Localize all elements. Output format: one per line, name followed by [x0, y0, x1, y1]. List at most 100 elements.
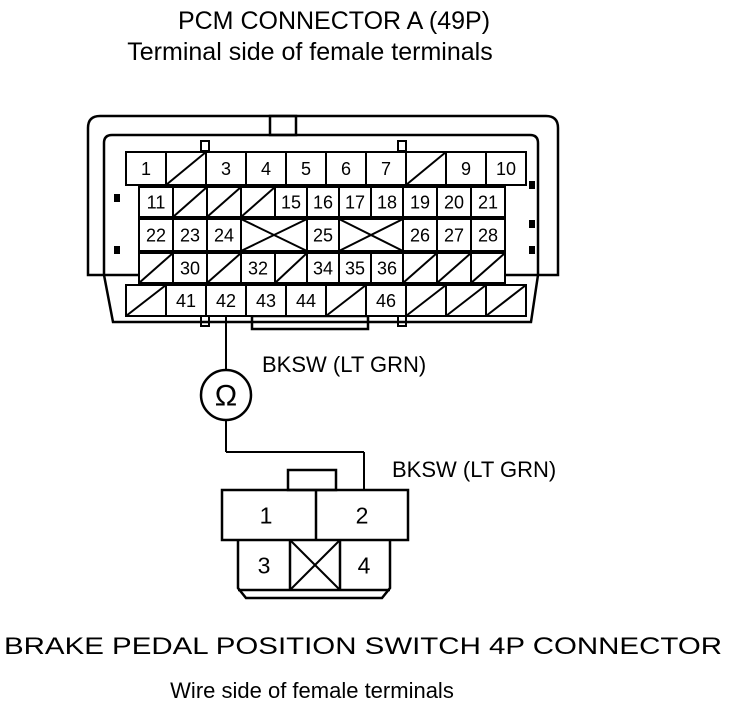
pcm-terminal-row-3: 22 23 24 25 26 27 28	[138, 218, 506, 252]
brake-terminal-label: 3	[258, 553, 271, 579]
pcm-terminal-cell	[138, 252, 174, 284]
pcm-terminal-cell: 5	[285, 151, 327, 186]
brake-terminal-label: 4	[358, 553, 371, 579]
brake-connector-bottom-body	[236, 540, 392, 600]
pcm-terminal-cell: 32	[240, 252, 276, 284]
pcm-terminal-label: 26	[410, 226, 430, 246]
pcm-connector-outer-shell	[86, 114, 560, 277]
pcm-terminal-cell	[240, 186, 276, 218]
pcm-unused-cross	[338, 218, 404, 252]
pcm-terminal-label: 43	[256, 291, 276, 311]
pcm-terminal-cell: 9	[445, 151, 487, 186]
pcm-unused-slash	[172, 186, 208, 218]
pcm-terminal-cell: 16	[306, 186, 340, 218]
pcm-terminal-cell: 22	[138, 218, 174, 252]
pcm-terminal-label: 11	[147, 193, 166, 213]
pcm-unused-slash	[436, 252, 472, 284]
pcm-terminal-cell: 30	[172, 252, 208, 284]
pcm-terminal-label: 28	[478, 226, 498, 246]
pcm-terminal-cell: 24	[206, 218, 242, 252]
pcm-terminal-label: 24	[214, 226, 234, 246]
pcm-connector-subtitle: Terminal side of female terminals	[127, 38, 492, 66]
pcm-terminal-cell	[470, 252, 506, 284]
pcm-unused-slash	[206, 186, 242, 218]
pcm-terminal-label: 30	[180, 259, 200, 279]
pcm-connector-notch-right-top	[397, 140, 407, 152]
pcm-terminal-row-5: 41 42 43 44 46	[125, 284, 527, 317]
pcm-terminal-label: 18	[377, 193, 397, 213]
pcm-terminal-cell	[165, 151, 207, 186]
pcm-terminal-cell: 19	[402, 186, 438, 218]
pcm-unused-cross	[240, 218, 308, 252]
pcm-terminal-label: 35	[345, 259, 365, 279]
bksw-wire-circuit: Ω	[199, 316, 365, 490]
pcm-terminal-row-1: 1 3 4 5 6 7 9 10	[125, 151, 527, 186]
wire-label-pcm-side: BKSW (LT GRN)	[262, 352, 426, 377]
pcm-unused-slash	[274, 252, 308, 284]
pcm-terminal-cell	[172, 186, 208, 218]
pcm-terminal-cell	[436, 252, 472, 284]
ohm-icon: Ω	[215, 380, 237, 413]
pcm-terminal-label: 15	[281, 193, 301, 213]
pcm-terminal-label: 20	[444, 193, 464, 213]
pcm-terminal-cell: 44	[285, 284, 327, 317]
pcm-connector-top-latch	[268, 114, 298, 137]
pcm-terminal-label: 7	[381, 159, 391, 179]
pcm-terminal-label: 25	[313, 226, 333, 246]
pcm-unused-slash	[402, 252, 438, 284]
pcm-terminal-cell: 20	[436, 186, 472, 218]
pcm-terminal-cell: 27	[436, 218, 472, 252]
pcm-unused-slash	[405, 151, 447, 186]
pcm-connector	[86, 114, 560, 331]
pcm-terminal-cell: 18	[370, 186, 404, 218]
pcm-connector-inner-shell	[102, 133, 540, 324]
pcm-terminal-label: 41	[176, 291, 196, 311]
pcm-unused-slash	[325, 284, 367, 317]
pcm-terminal-cell: 34	[306, 252, 340, 284]
wire-label-switch-side: BKSW (LT GRN)	[392, 457, 556, 482]
pcm-unused-slash	[206, 252, 242, 284]
pcm-terminal-label: 5	[301, 159, 311, 179]
pcm-terminal-cell: 11	[138, 186, 174, 218]
pcm-terminal-cell: 1	[125, 151, 167, 186]
pcm-terminal-cell	[405, 151, 447, 186]
brake-terminal-label: 2	[356, 503, 369, 529]
pcm-terminal-cell: 28	[470, 218, 506, 252]
pcm-terminal-cell: 25	[306, 218, 340, 252]
pcm-unused-slash	[125, 284, 167, 317]
pcm-terminal-cell: 15	[274, 186, 308, 218]
pcm-terminal-cell	[485, 284, 527, 317]
pcm-terminal-label: 19	[410, 193, 430, 213]
pcm-terminal-label: 17	[345, 193, 365, 213]
pcm-connector-lock-tab	[529, 181, 535, 189]
pcm-terminal-label: 36	[377, 259, 397, 279]
pcm-terminal-label: 34	[313, 259, 333, 279]
pcm-terminal-label: 3	[221, 159, 231, 179]
pcm-terminal-label: 16	[313, 193, 333, 213]
pcm-terminal-cell: 17	[338, 186, 372, 218]
brake-connector-lock-tab	[286, 468, 338, 492]
pcm-terminal-label: 42	[216, 291, 236, 311]
brake-connector-title: BRAKE PEDAL POSITION SWITCH 4P CONNECTOR	[4, 633, 722, 660]
pcm-terminal-label: 9	[461, 159, 471, 179]
brake-terminal-label: 1	[260, 503, 273, 529]
pcm-terminal-grid: 1 3 4 5 6 7 9 10 11 15 16 17 18 19 20 21…	[125, 151, 527, 317]
pcm-terminal-label: 23	[180, 226, 200, 246]
pcm-terminal-label: 21	[478, 193, 498, 213]
pcm-terminal-label: 44	[296, 291, 316, 311]
pcm-terminal-label: 22	[146, 226, 166, 246]
pcm-terminal-label: 1	[141, 159, 151, 179]
pcm-terminal-row-4: 30 32 34 35 36	[138, 252, 506, 284]
pcm-terminal-cell: 46	[365, 284, 407, 317]
pcm-unused-slash	[240, 186, 276, 218]
pcm-terminal-cell	[402, 252, 438, 284]
pcm-terminal-cell: 41	[165, 284, 207, 317]
pcm-terminal-cell: 36	[370, 252, 404, 284]
pcm-terminal-cell	[405, 284, 447, 317]
pcm-unused-slash	[165, 151, 207, 186]
pcm-terminal-cell: 42	[205, 284, 247, 317]
pcm-terminal-label: 4	[261, 159, 271, 179]
pcm-connector-lock-tab	[529, 246, 535, 254]
pcm-connector-title: PCM CONNECTOR A (49P)	[178, 7, 490, 35]
